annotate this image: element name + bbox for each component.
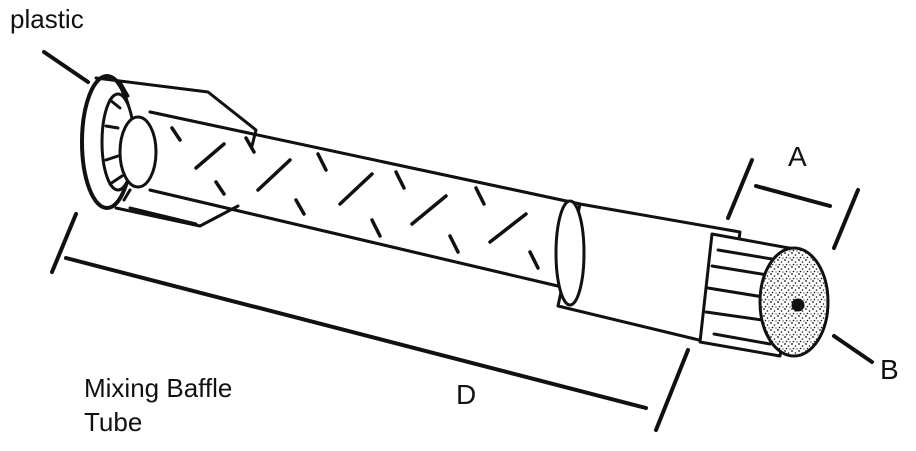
dimension-d <box>50 212 690 432</box>
dimension-b-leader <box>832 334 874 364</box>
dimension-a-label: A <box>788 141 807 172</box>
baffle-slots <box>170 126 540 270</box>
plastic-label: plastic <box>10 4 84 34</box>
dimension-a <box>726 158 860 250</box>
mixing-element <box>698 232 830 358</box>
dimension-d-label: D <box>456 379 477 410</box>
plastic-end-cap <box>80 74 258 228</box>
plastic-leader-line <box>42 50 90 84</box>
dimension-b-label: B <box>880 354 899 385</box>
diagram-title: Mixing Baffle Tube <box>84 372 232 440</box>
title-line-2: Tube <box>84 406 143 437</box>
title-line-1: Mixing Baffle <box>84 373 233 403</box>
